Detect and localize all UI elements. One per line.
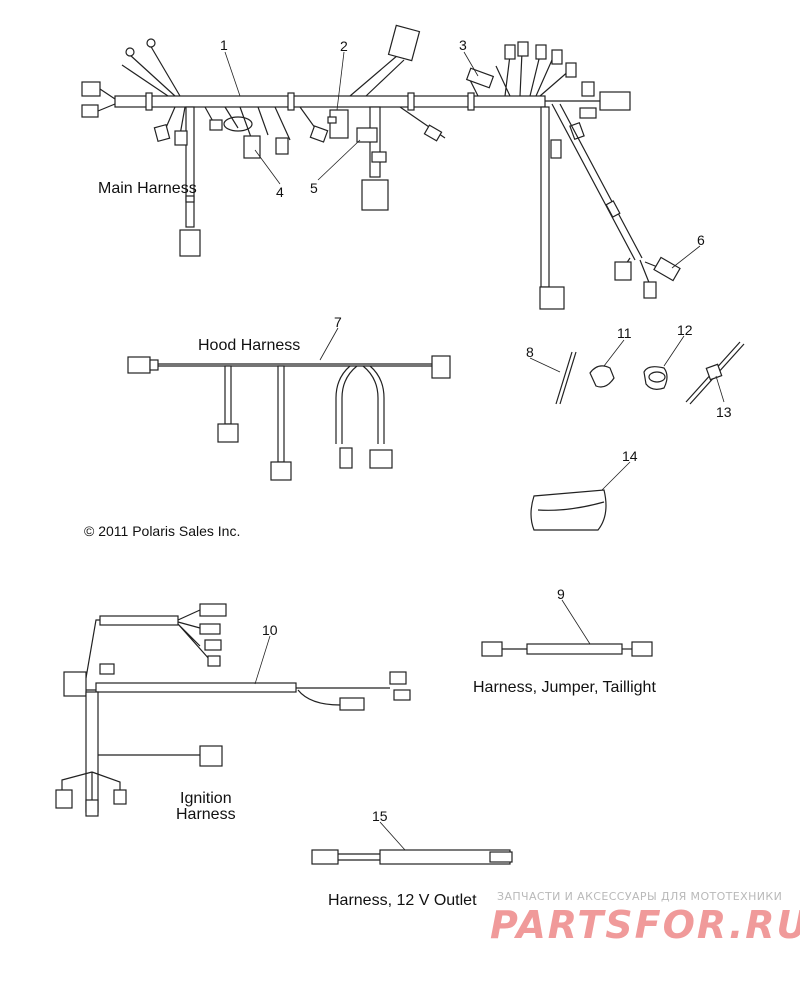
callout-1: 1 [220, 37, 228, 53]
taillight-jumper-drawing [481, 641, 653, 657]
hood-harness-label: Hood Harness [198, 337, 301, 354]
clips-and-ties-drawing [555, 341, 745, 405]
watermark-tagline: ЗАПЧАСТИ И АКСЕССУАРЫ ДЛЯ МОТОТЕХНИКИ [497, 890, 783, 903]
ignition-harness-label-line1: Ignition [180, 790, 232, 807]
callout-9: 9 [557, 586, 565, 602]
callout-15: 15 [372, 808, 388, 824]
callout-4: 4 [276, 184, 284, 200]
callout-2: 2 [340, 38, 348, 54]
main-harness-drawing [81, 24, 681, 310]
callout-11: 11 [617, 325, 632, 341]
hood-harness-drawing [127, 355, 451, 481]
copyright-label: © 2011 Polaris Sales Inc. [84, 523, 241, 539]
ignition-harness-drawing [55, 603, 411, 817]
main-harness-label: Main Harness [98, 180, 197, 197]
callout-10: 10 [262, 622, 278, 638]
callout-7: 7 [334, 314, 342, 330]
callout-12: 12 [677, 322, 693, 338]
taillight-jumper-label: Harness, Jumper, Taillight [473, 679, 656, 696]
callout-leader-lines [224, 51, 725, 851]
outlet-12v-harness-drawing [311, 849, 513, 865]
callout-14: 14 [622, 448, 638, 464]
callout-8: 8 [526, 344, 534, 360]
outlet-12v-label: Harness, 12 V Outlet [328, 892, 477, 909]
callout-13: 13 [716, 404, 732, 420]
ignition-harness-label-line2: Harness [176, 806, 236, 823]
watermark-brand: PARTSFOR.RU [490, 903, 800, 947]
callout-5: 5 [310, 180, 318, 196]
conduit-sleeve-drawing [530, 489, 607, 531]
callout-6: 6 [697, 232, 705, 248]
callout-3: 3 [459, 37, 467, 53]
